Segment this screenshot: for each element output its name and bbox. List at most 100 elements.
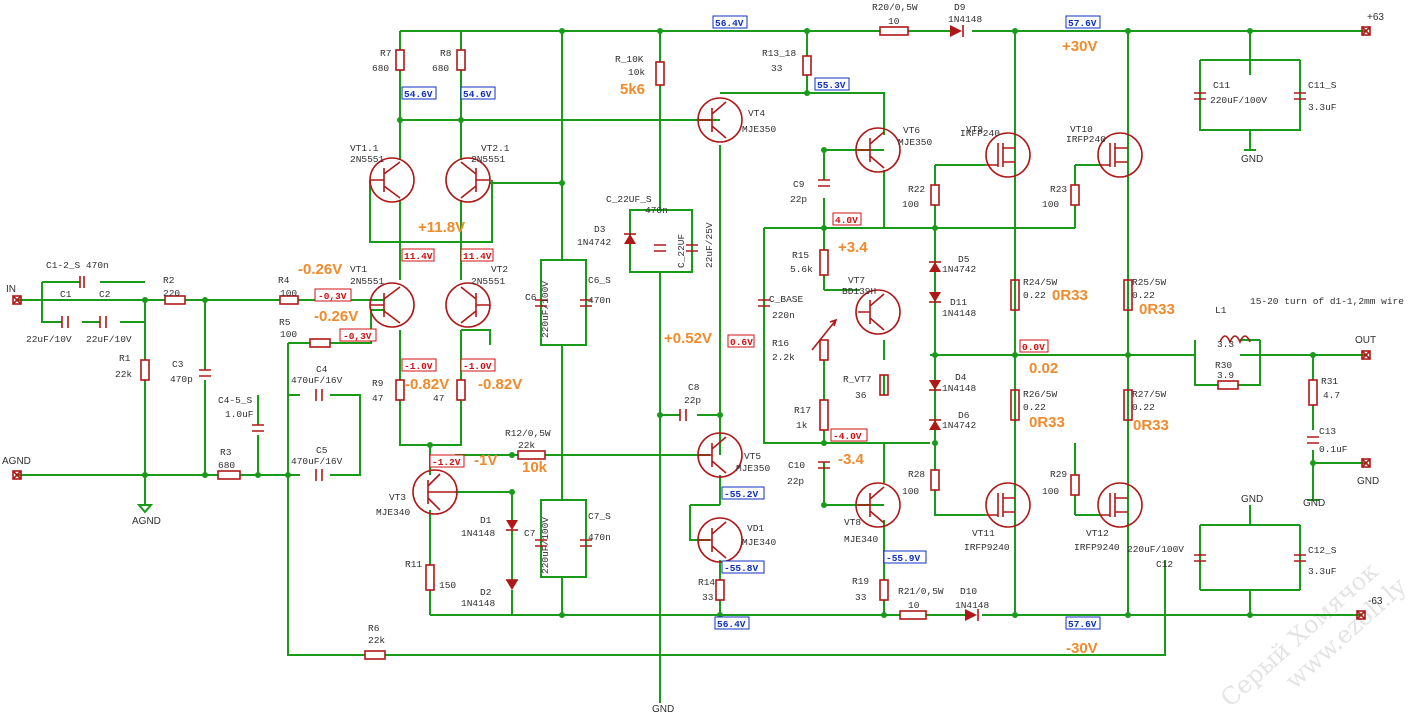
svg-text:R9: R9: [372, 378, 384, 389]
svg-text:100: 100: [280, 329, 297, 340]
inductor-l1: [1219, 335, 1251, 345]
svg-text:AGND: AGND: [2, 456, 31, 467]
svg-text:GND: GND: [1357, 476, 1379, 487]
svg-text:470uF/16V: 470uF/16V: [291, 375, 343, 386]
svg-text:1N4742: 1N4742: [577, 237, 612, 248]
resistors: [140, 26, 1318, 660]
svg-text:VD1: VD1: [747, 523, 764, 534]
junctions: [142, 28, 1316, 618]
svg-text:D6: D6: [958, 410, 970, 421]
svg-text:R31: R31: [1321, 376, 1338, 387]
svg-text:C11: C11: [1213, 80, 1230, 91]
svg-text:-1V: -1V: [474, 452, 497, 469]
svg-text:-0.82V: -0.82V: [478, 376, 522, 393]
vbox-r7: 54.6V: [401, 86, 437, 100]
label-c6-value: 220uF/100V: [540, 281, 551, 338]
svg-text:R11: R11: [405, 559, 422, 570]
gnd-c12-label: GND: [1241, 494, 1263, 505]
svg-text:+63: +63: [1367, 12, 1384, 23]
svg-text:3.9: 3.9: [1217, 370, 1234, 381]
svg-text:R4: R4: [278, 275, 290, 286]
svg-text:0.02: 0.02: [1029, 360, 1058, 377]
svg-text:VT11: VT11: [972, 528, 995, 539]
svg-text:680: 680: [372, 63, 389, 74]
svg-text:220: 220: [163, 288, 180, 299]
svg-text:MJE340: MJE340: [742, 537, 777, 548]
svg-text:VT1.1: VT1.1: [350, 143, 379, 154]
svg-text:-0,3V: -0,3V: [318, 291, 347, 302]
svg-text:470p: 470p: [170, 374, 193, 385]
svg-text:R20/0,5W: R20/0,5W: [872, 2, 918, 13]
vbox-bot2: 57.6V: [1065, 616, 1101, 630]
svg-text:100: 100: [1042, 486, 1059, 497]
svg-text:36: 36: [855, 390, 867, 401]
neg-rail-terminal[interactable]: -63: [1356, 596, 1383, 620]
pos-rail-terminal[interactable]: +63: [1361, 12, 1384, 36]
svg-text:R28: R28: [908, 469, 925, 480]
svg-text:R12/0,5W: R12/0,5W: [505, 428, 551, 439]
vbox-r5: -0,3V: [339, 328, 377, 342]
svg-text:1N4148: 1N4148: [942, 308, 977, 319]
svg-text:D9: D9: [954, 2, 966, 13]
svg-text:47: 47: [372, 393, 383, 404]
svg-text:R25/5W: R25/5W: [1132, 277, 1167, 288]
svg-text:4.0V: 4.0V: [835, 215, 858, 226]
svg-text:4.7: 4.7: [1323, 390, 1340, 401]
svg-text:C9: C9: [793, 179, 805, 190]
svg-text:VT6: VT6: [903, 125, 920, 136]
vbox-r8: 54.6V: [460, 86, 496, 100]
gnd-c11-label: GND: [1241, 154, 1263, 165]
svg-text:22p: 22p: [787, 476, 804, 487]
svg-text:-55.8V: -55.8V: [724, 563, 759, 574]
svg-text:1N4148: 1N4148: [955, 600, 990, 611]
svg-text:D5: D5: [958, 254, 970, 265]
svg-text:56.4V: 56.4V: [717, 619, 746, 630]
svg-text:C7: C7: [524, 528, 535, 539]
svg-text:R30: R30: [1215, 360, 1232, 371]
svg-text:10: 10: [908, 600, 920, 611]
svg-text:VT2.1: VT2.1: [481, 143, 510, 154]
svg-text:1.0uF: 1.0uF: [225, 409, 254, 420]
svg-text:MJE350: MJE350: [898, 137, 933, 148]
svg-text:C6_S: C6_S: [588, 275, 611, 286]
svg-text:47: 47: [433, 393, 444, 404]
svg-text:VT7: VT7: [848, 275, 865, 286]
svg-text:11.4V: 11.4V: [404, 251, 433, 262]
svg-text:100: 100: [902, 199, 919, 210]
svg-text:C_22UF_S: C_22UF_S: [606, 194, 652, 205]
gnd-out-terminal[interactable]: GND: [1357, 458, 1379, 487]
agnd-terminal[interactable]: AGND: [2, 456, 31, 480]
svg-text:D2: D2: [480, 587, 492, 598]
svg-text:C11_S: C11_S: [1308, 80, 1337, 91]
in-terminal[interactable]: IN: [6, 284, 22, 305]
svg-text:1N4742: 1N4742: [942, 264, 977, 275]
svg-text:IRFP9240: IRFP9240: [964, 542, 1010, 553]
svg-text:470n: 470n: [588, 532, 611, 543]
svg-text:MJE350: MJE350: [742, 124, 777, 135]
svg-text:3.3: 3.3: [1217, 339, 1234, 350]
svg-text:-1.0V: -1.0V: [463, 361, 492, 372]
coil-note: 15-20 turn of d1-1,2mm wire: [1250, 296, 1404, 307]
svg-text:10: 10: [888, 16, 900, 27]
svg-text:22k: 22k: [368, 635, 385, 646]
vbox-vt1-base: -0,3V: [314, 288, 352, 302]
svg-text:-1.0V: -1.0V: [404, 361, 433, 372]
svg-text:D3: D3: [594, 224, 606, 235]
svg-text:+11.8V: +11.8V: [418, 219, 465, 236]
svg-text:100: 100: [280, 288, 297, 299]
svg-text:C7_S: C7_S: [588, 511, 611, 522]
svg-text:0.1uF: 0.1uF: [1319, 444, 1348, 455]
vbox-vt5-collector: -55.2V: [721, 486, 765, 500]
rail-pos-annotation: +30V: [1062, 38, 1097, 55]
svg-text:1k: 1k: [796, 420, 808, 431]
svg-text:VT4: VT4: [748, 108, 765, 119]
svg-text:-63: -63: [1368, 596, 1383, 607]
svg-text:22p: 22p: [790, 194, 807, 205]
svg-text:R6: R6: [368, 623, 380, 634]
vbox-vd1: -55.8V: [721, 560, 765, 574]
svg-text:C6: C6: [525, 292, 537, 303]
svg-text:0.0V: 0.0V: [1022, 342, 1045, 353]
out-terminal[interactable]: OUT: [1355, 335, 1376, 360]
svg-text:C4: C4: [316, 364, 328, 375]
svg-text:R7: R7: [380, 48, 391, 59]
